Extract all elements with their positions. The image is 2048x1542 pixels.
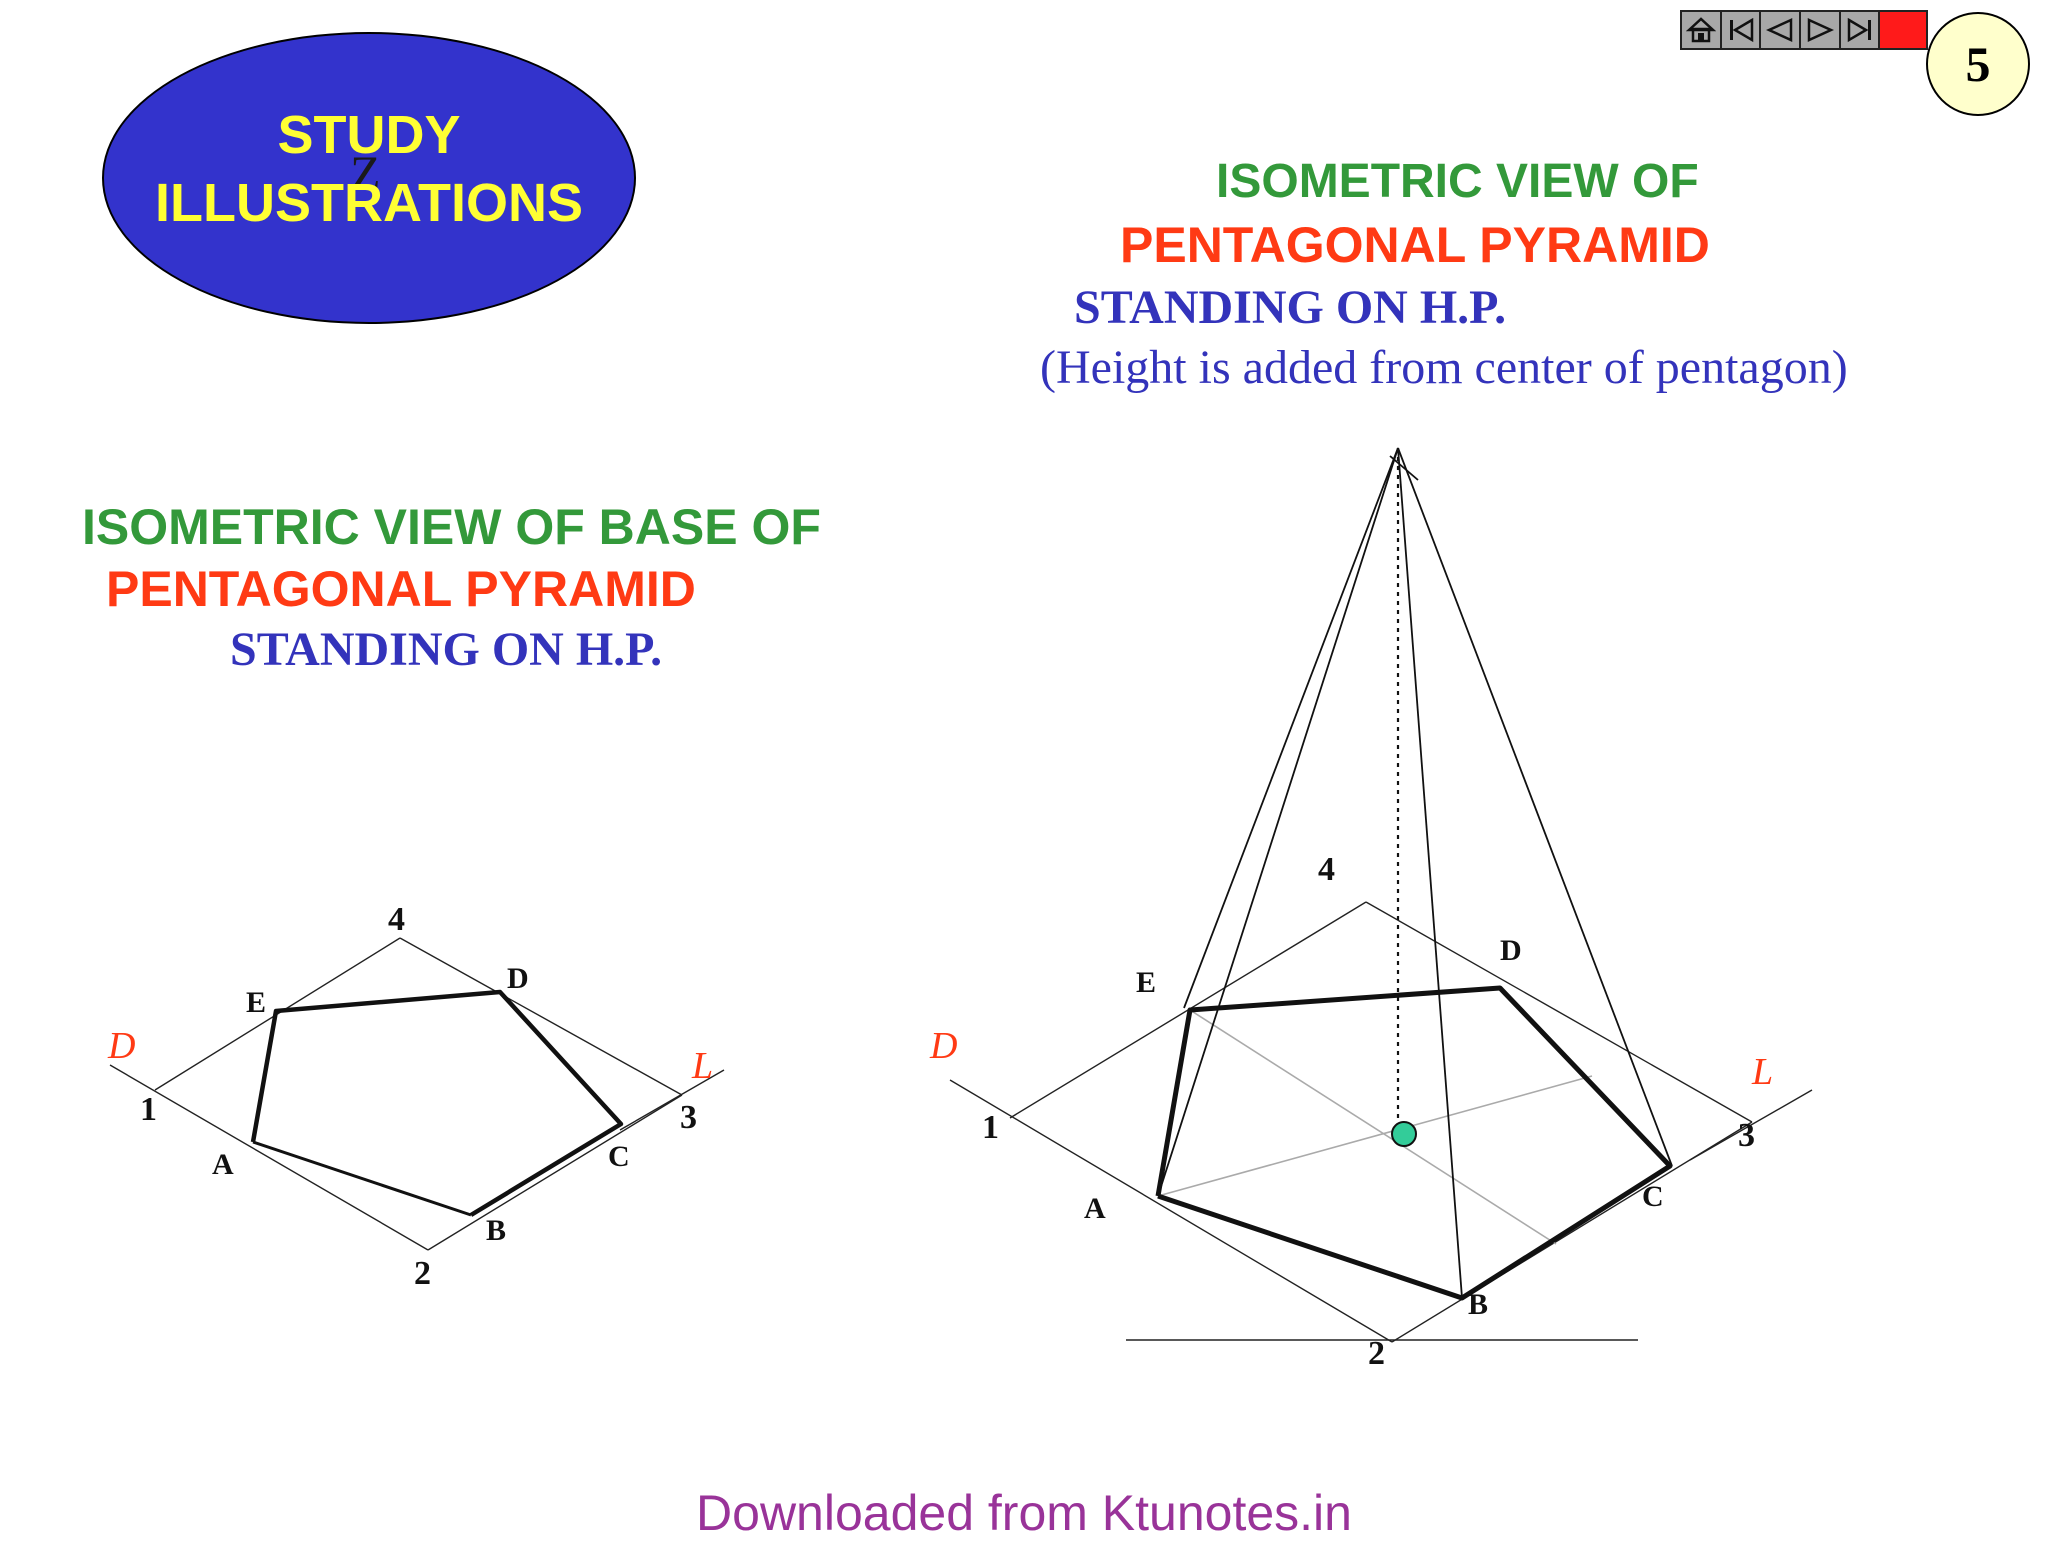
last-page-icon [1847,17,1871,43]
left-axis-l: L [691,1045,713,1087]
left-heading-line2: PENTAGONAL PYRAMID [106,561,696,617]
stop-button[interactable] [1880,12,1926,48]
study-illustrations-badge [102,32,636,324]
left-corner-2: 2 [414,1255,431,1292]
left-base-figure: 4 1 3 2 A B C D E D L [107,901,725,1292]
right-heading-line3: STANDING ON H.P. [1074,281,1507,334]
right-center-point [1391,1121,1417,1147]
last-page-button[interactable] [1840,12,1881,48]
left-vertex-d: D [507,962,529,995]
right-pyramid-figure: 4 1 3 2 A B C D E D L [929,447,1813,1372]
right-heading-note: (Height is added from center of pentagon… [1040,341,1848,394]
right-vertex-d: D [1500,934,1522,967]
left-corner-4: 4 [388,901,405,938]
page-number-badge: 5 [1926,12,2030,116]
left-vertex-c: C [608,1140,630,1173]
right-center-construction [1157,1009,1593,1245]
right-corner-2: 2 [1368,1335,1385,1372]
left-vertex-b: B [486,1214,506,1247]
next-icon [1807,18,1834,42]
right-axis-d: D [929,1025,957,1067]
left-corner-1: 1 [140,1091,157,1128]
left-corner-3: 3 [680,1099,697,1136]
right-vertex-b: B [1468,1288,1488,1321]
left-vertex-a: A [212,1148,234,1181]
right-heading-line2: PENTAGONAL PYRAMID [1120,217,1710,273]
right-pentagon [1155,985,1673,1301]
overlay-glyph: Z [350,145,381,201]
left-enclosing-rhombus [109,937,725,1251]
first-page-button[interactable] [1721,12,1762,48]
illustrations-label: ILLUSTRATIONS [155,173,583,233]
previous-icon [1766,18,1793,42]
home-icon [1685,17,1716,43]
previous-button[interactable] [1761,12,1802,48]
right-enclosing-rhombus [949,901,1813,1343]
right-vertex-c: C [1642,1180,1664,1213]
study-label: STUDY [277,105,461,165]
right-corner-4: 4 [1318,851,1335,888]
footer-source: Downloaded from Ktunotes.in [696,1485,1352,1541]
right-slant-edges [1157,447,1673,1299]
right-vertex-a: A [1084,1192,1106,1225]
home-button[interactable] [1682,12,1722,48]
left-heading-line1: ISOMETRIC VIEW OF BASE OF [82,499,821,555]
right-corner-3: 3 [1738,1117,1755,1154]
left-vertex-e: E [246,986,266,1019]
right-axis-l: L [1751,1051,1773,1093]
left-heading-line3: STANDING ON H.P. [230,623,663,676]
left-pentagon [250,989,624,1217]
left-axis-d: D [107,1025,135,1067]
slide-navigation-bar [1680,10,1928,50]
right-heading-line1: ISOMETRIC VIEW OF [1216,155,1699,208]
right-vertex-e: E [1136,966,1156,999]
right-corner-1: 1 [982,1109,999,1146]
next-button[interactable] [1801,12,1841,48]
first-page-icon [1729,17,1753,43]
